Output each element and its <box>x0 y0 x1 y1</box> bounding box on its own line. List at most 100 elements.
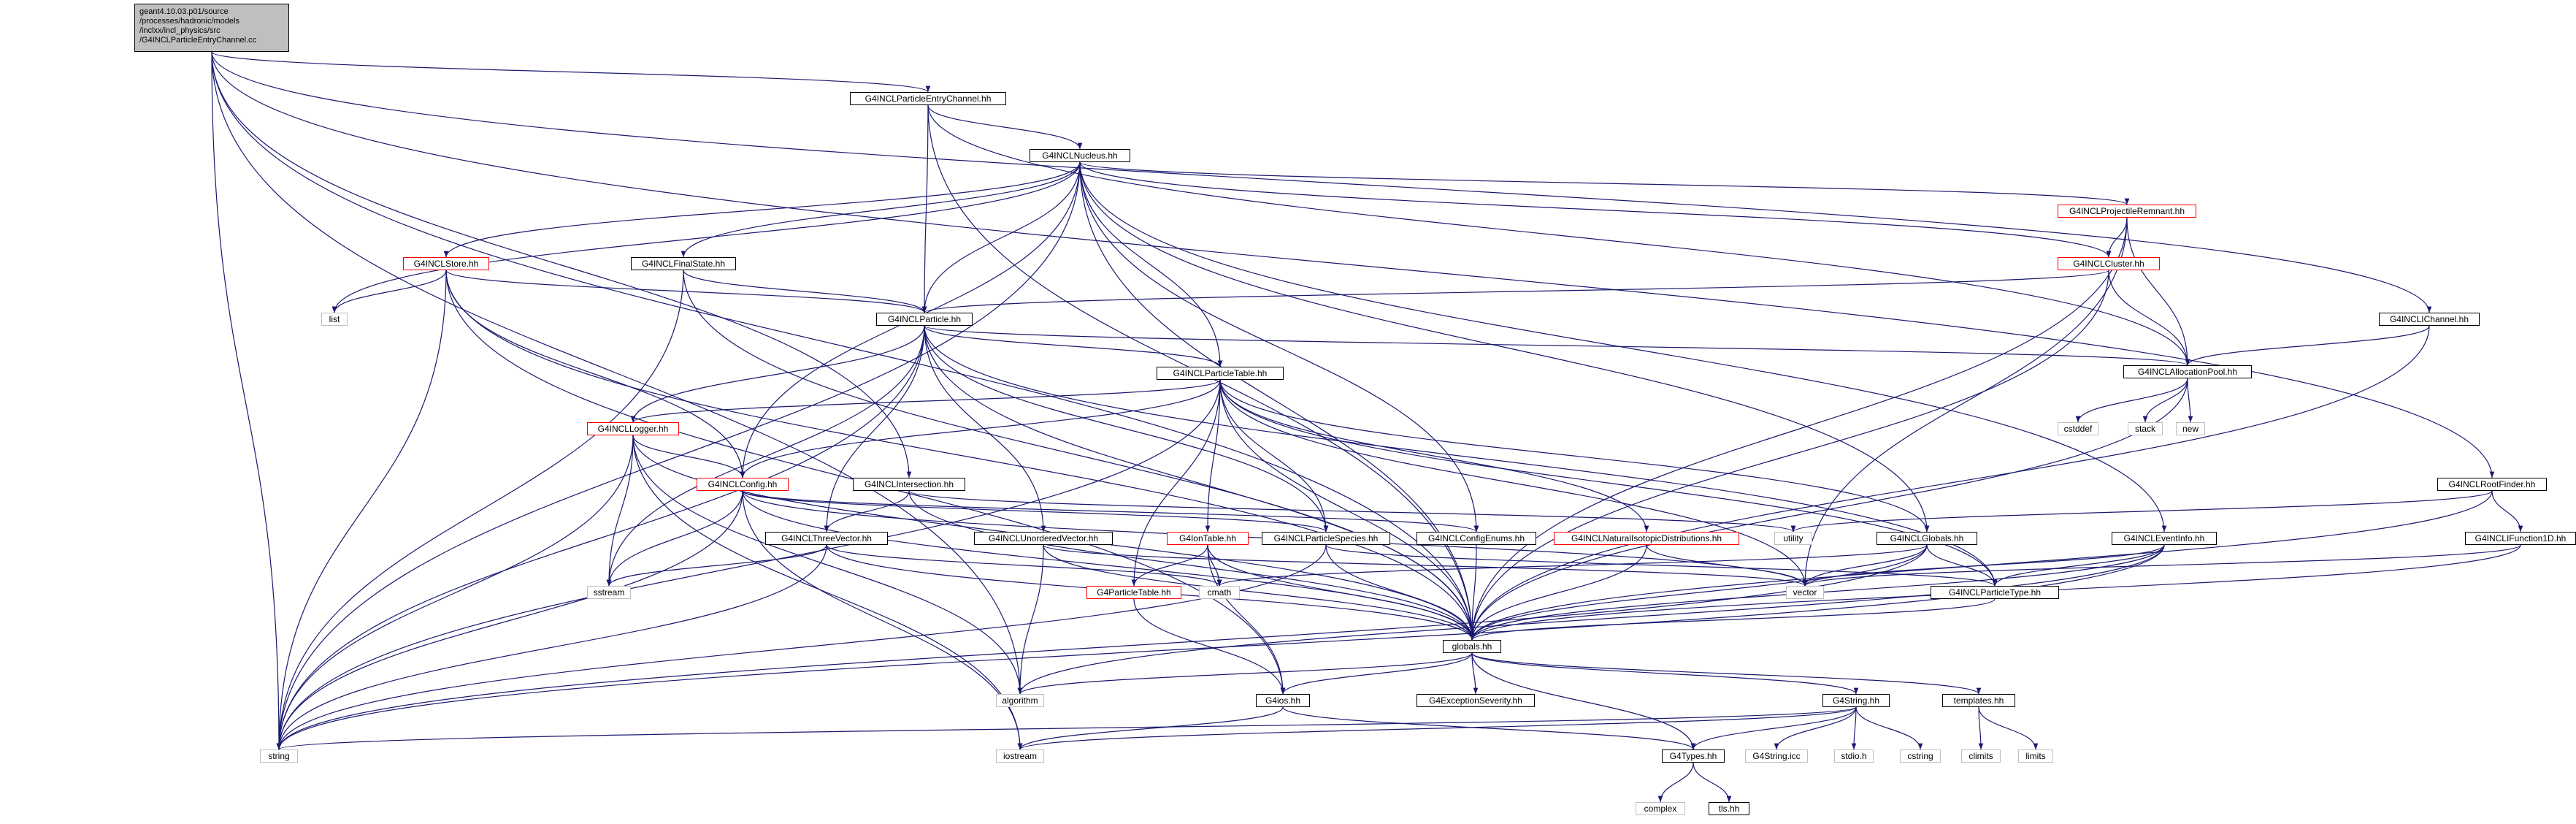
node-cluster-hh[interactable]: G4INCLCluster.hh <box>2058 257 2160 270</box>
node-config-enums-hh[interactable]: G4INCLConfigEnums.hh <box>1417 532 1536 545</box>
node-root-finder-hh[interactable]: G4INCLRootFinder.hh <box>2437 478 2547 491</box>
node-new[interactable]: new <box>2176 422 2205 435</box>
node-g4string-icc[interactable]: G4String.icc <box>1745 749 1808 763</box>
node-g4string-hh[interactable]: G4String.hh <box>1822 694 1890 707</box>
edge-nucleus-to-incl_globals <box>1079 161 1930 533</box>
node-g4-particle-table-hh[interactable]: G4ParticleTable.hh <box>1086 586 1181 599</box>
edge-particle_table-to-ion_table <box>1205 379 1221 533</box>
node-ifunction-1d-hh[interactable]: G4INCLIFunction1D.hh <box>2465 532 2576 545</box>
edge-alloc_pool-to-cstddef <box>2075 378 2188 423</box>
edge-nucleus-to-list <box>331 161 1081 313</box>
edge-particle_table-to-globals <box>1219 379 1475 641</box>
edge-logger-to-algorithm <box>632 435 1023 695</box>
node-complex[interactable]: complex <box>1636 802 1685 815</box>
edge-three_vector-to-string <box>276 544 827 750</box>
edge-event_info-to-algorithm <box>1017 544 2165 695</box>
node-particle-type-hh[interactable]: G4INCLParticleType.hh <box>1931 586 2059 599</box>
edge-particle-to-particle_species <box>924 325 1329 533</box>
edge-templates-to-limits <box>1978 706 2039 750</box>
node-natural-isotopic-distributions-hh[interactable]: G4INCLNaturalIsotopicDistributions.hh <box>1554 532 1739 545</box>
edge-templates-to-climits <box>1978 706 1984 750</box>
edge-particle_table-to-natural_isotopic <box>1219 379 1649 533</box>
edge-g4string-to-stdio <box>1851 706 1857 750</box>
edge-logger-to-config <box>632 435 745 478</box>
edge-root-to-algorithm <box>211 51 1023 695</box>
node-config-hh[interactable]: G4INCLConfig.hh <box>697 478 789 491</box>
edge-store-to-string <box>276 270 447 750</box>
node-incl-globals-hh[interactable]: G4INCLGlobals.hh <box>1877 532 1977 545</box>
edge-nucleus-to-string <box>276 161 1081 750</box>
dependency-edges <box>211 51 2523 803</box>
node-ion-table-hh[interactable]: G4IonTable.hh <box>1167 532 1249 545</box>
node-unordered-vector-hh[interactable]: G4INCLUnorderedVector.hh <box>974 532 1113 545</box>
node-utility[interactable]: utility <box>1774 532 1812 545</box>
node-intersection-hh[interactable]: G4INCLIntersection.hh <box>853 478 965 491</box>
edge-globals-to-g4types <box>1471 652 1696 750</box>
node-final-state-hh[interactable]: G4INCLFinalState.hh <box>631 257 736 270</box>
edge-root_finder-to-ifunction <box>2491 490 2523 533</box>
edge-g4string-to-g4string_icc <box>1774 706 1857 750</box>
edge-config-to-globals <box>742 490 1475 641</box>
node-particle-table-hh[interactable]: G4INCLParticleTable.hh <box>1157 367 1284 380</box>
edge-cluster-to-globals <box>1469 270 2109 641</box>
node-globals-hh[interactable]: globals.hh <box>1443 640 1501 653</box>
node-particle-hh[interactable]: G4INCLParticle.hh <box>876 313 973 326</box>
node-particle-entry-channel-hh[interactable]: G4INCLParticleEntryChannel.hh <box>850 92 1006 105</box>
edge-final_state-to-string <box>276 270 684 750</box>
edge-final_state-to-particle <box>683 270 927 313</box>
node-event-info-hh[interactable]: G4INCLEventInfo.hh <box>2112 532 2217 545</box>
edge-incl_globals-to-vector <box>1802 544 1928 587</box>
edge-particle-to-alloc_pool <box>924 325 2190 366</box>
edge-config-to-sstream <box>606 490 743 587</box>
node-projectile-remnant-hh[interactable]: G4INCLProjectileRemnant.hh <box>2058 205 2196 218</box>
node-g4ios-hh[interactable]: G4ios.hh <box>1256 694 1310 707</box>
node-nucleus-hh[interactable]: G4INCLNucleus.hh <box>1030 149 1130 162</box>
node-string[interactable]: string <box>260 749 298 763</box>
edge-particle_table-to-logger <box>630 379 1221 423</box>
edge-particle-to-globals <box>924 325 1475 641</box>
node-tls-hh[interactable]: tls.hh <box>1709 802 1749 815</box>
edge-particle_table-to-g4_particle_table <box>1131 379 1221 587</box>
edge-nucleus-to-config_enums <box>1079 161 1479 533</box>
edge-store-to-config <box>445 270 745 478</box>
node-particle-species-hh[interactable]: G4INCLParticleSpecies.hh <box>1262 532 1390 545</box>
edge-event_info-to-string <box>276 544 2165 750</box>
edge-particle-to-sstream <box>606 325 925 587</box>
node-sstream[interactable]: sstream <box>587 586 631 599</box>
node-allocation-pool-hh[interactable]: G4INCLAllocationPool.hh <box>2123 365 2252 378</box>
edge-unordered_vector-to-globals <box>1043 544 1475 641</box>
edge-event_info-to-vector <box>1802 544 2165 587</box>
root-source-file-node[interactable]: geant4.10.03.p01/source /processes/hadro… <box>134 4 289 52</box>
edge-nucleus-to-proj_remnant <box>1079 161 2129 205</box>
edge-particle-to-three_vector <box>824 325 925 533</box>
node-exception-severity-hh[interactable]: G4ExceptionSeverity.hh <box>1417 694 1535 707</box>
node-g4types-hh[interactable]: G4Types.hh <box>1662 749 1725 763</box>
node-vector[interactable]: vector <box>1786 586 1824 599</box>
edge-final_state-to-globals <box>683 270 1475 641</box>
edge-config-to-string <box>276 490 743 750</box>
node-limits[interactable]: limits <box>2018 749 2053 763</box>
node-store-hh[interactable]: G4INCLStore.hh <box>403 257 489 270</box>
edge-nucleus-to-particle <box>921 161 1081 313</box>
edge-nucleus-to-particle_table <box>1079 161 1223 367</box>
node-templates-hh[interactable]: templates.hh <box>1942 694 2015 707</box>
edge-unordered_vector-to-vector <box>1043 544 1808 587</box>
node-iostream[interactable]: iostream <box>996 749 1044 763</box>
edge-g4string-to-g4types <box>1690 706 1857 750</box>
edge-particle_table-to-string <box>276 379 1221 750</box>
edge-entry_hh-to-alloc_pool <box>927 104 2190 366</box>
node-cstring[interactable]: cstring <box>1900 749 1941 763</box>
edge-root-to-globals <box>211 51 1475 641</box>
node-stdio-h[interactable]: stdio.h <box>1834 749 1874 763</box>
node-algorithm[interactable]: algorithm <box>996 694 1044 707</box>
node-logger-hh[interactable]: G4INCLLogger.hh <box>587 422 679 435</box>
node-cmath[interactable]: cmath <box>1199 586 1240 599</box>
node-ichannel-hh[interactable]: G4INCLIChannel.hh <box>2379 313 2480 326</box>
node-list[interactable]: list <box>321 313 348 326</box>
edge-particle-to-logger <box>630 325 925 423</box>
node-stack[interactable]: stack <box>2128 422 2163 435</box>
node-three-vector-hh[interactable]: G4INCLThreeVector.hh <box>765 532 888 545</box>
node-climits[interactable]: climits <box>1961 749 2001 763</box>
edge-root-to-ichannel <box>211 51 2432 313</box>
node-cstddef[interactable]: cstddef <box>2058 422 2098 435</box>
